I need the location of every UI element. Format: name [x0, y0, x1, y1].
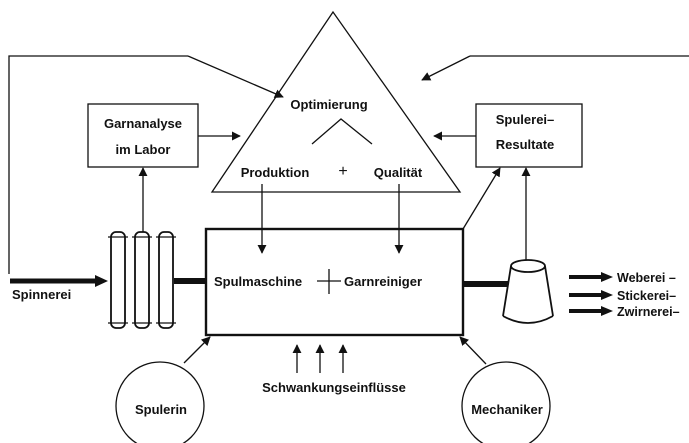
mechaniker-label: Mechaniker	[471, 402, 543, 417]
machine-to-spulerei-arrow	[462, 167, 501, 230]
output-weberei: Weberei –	[617, 271, 676, 285]
cone-icon	[502, 259, 554, 324]
output-arrows	[569, 272, 613, 316]
caret-shape	[311, 118, 373, 145]
output-stickerei: Stickerei–	[617, 289, 676, 303]
output-zwirnerei: Zwirnerei–	[617, 305, 680, 319]
left-feedback-line	[8, 55, 188, 274]
garnanalyse-rect	[87, 103, 199, 168]
mechaniker-circle	[461, 361, 551, 443]
garnreiniger-label: Garnreiniger	[344, 274, 422, 289]
right-feedback-arrow	[421, 55, 471, 81]
mechaniker-arrow	[459, 336, 487, 365]
garnanalyse-line2: im Labor	[116, 142, 171, 157]
spulerei-line2: Resultate	[496, 137, 555, 152]
optimization-triangle: Optimierung Produktion + Qualität	[210, 10, 462, 193]
spinnerei-label: Spinnerei	[12, 287, 71, 302]
bobbins-icon	[108, 231, 176, 329]
triangle-title: Optimierung	[290, 97, 367, 112]
produktion-label: Produktion	[241, 165, 310, 180]
schwankungen-label: Schwankungseinflüsse	[262, 380, 406, 395]
left-feedback-arrow	[187, 55, 284, 98]
spulerin-arrow	[183, 336, 211, 364]
qualitaet-label: Qualität	[374, 165, 423, 180]
spulerin-circle	[115, 361, 205, 443]
spulerei-resultate-box: Spulerei– Resultate	[475, 103, 583, 168]
spulerei-line1: Spulerei–	[496, 112, 555, 127]
triangle-plus: +	[338, 163, 347, 180]
spulerin-label: Spulerin	[135, 402, 187, 417]
spulmaschine-label: Spulmaschine	[214, 274, 302, 289]
triangle-shape	[210, 10, 462, 193]
garnanalyse-box: Garnanalyse im Labor	[87, 103, 199, 168]
machine-box: Spulmaschine Garnreiniger	[204, 227, 465, 337]
spinnerei-arrowhead	[95, 275, 108, 287]
garnanalyse-line1: Garnanalyse	[104, 116, 182, 131]
